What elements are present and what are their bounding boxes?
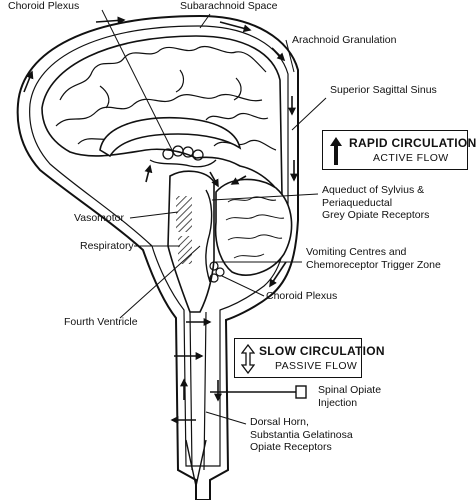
label-choroid-plexus-lower: Choroid Plexus <box>266 290 338 302</box>
label-choroid-plexus-upper: Choroid Plexus <box>8 0 80 12</box>
spinal-injection-needle <box>210 385 307 399</box>
cerebellum <box>214 178 293 276</box>
label-fourth-ventricle: Fourth Ventricle <box>64 316 138 328</box>
flow-arrows <box>23 16 298 424</box>
choroid-plexus-upper <box>149 145 217 168</box>
gyri-folds <box>55 46 277 151</box>
label-dorsal-line3: Opiate Receptors <box>250 441 332 453</box>
rapid-circulation-box: RAPID CIRCULATION ACTIVE FLOW <box>322 130 476 170</box>
label-subarachnoid-space: Subarachnoid Space <box>180 0 278 12</box>
rapid-circulation-subtitle: ACTIVE FLOW <box>373 152 449 164</box>
label-superior-sagittal-sinus: Superior Sagittal Sinus <box>330 84 437 96</box>
cerebrum <box>41 35 283 199</box>
label-respiratory: Respiratory <box>80 240 134 252</box>
label-spinal-line1: Spinal Opiate <box>318 384 382 396</box>
label-dorsal-horn: Dorsal Horn, Substantia Gelatinosa Opiat… <box>250 416 353 454</box>
spinal-cord <box>189 311 207 471</box>
label-vomiting-centres: Vomiting Centres and Chemoreceptor Trigg… <box>306 246 441 271</box>
label-aqueduct: Aqueduct of Sylvius & Periaqueductal Gre… <box>322 184 429 222</box>
slow-circulation-subtitle: PASSIVE FLOW <box>275 360 358 372</box>
slow-circulation-title: SLOW CIRCULATION <box>259 344 385 358</box>
slow-circulation-box: SLOW CIRCULATION PASSIVE FLOW <box>234 338 385 378</box>
spinal-cord-tip <box>185 439 207 487</box>
label-vomiting-line1: Vomiting Centres and <box>306 246 407 258</box>
label-vomiting-line2: Chemoreceptor Trigger Zone <box>306 258 441 271</box>
label-aqueduct-line2: Periaqueductal <box>322 196 393 209</box>
up-down-arrow-icon <box>241 344 255 374</box>
label-spinal-opiate-injection: Spinal Opiate Injection <box>318 384 381 409</box>
label-arachnoid-granulation: Arachnoid Granulation <box>292 34 397 46</box>
leader-lines <box>101 9 327 425</box>
fourth-ventricle-channel <box>205 189 213 283</box>
up-arrow-icon <box>330 137 342 165</box>
label-dorsal-line2: Substantia Gelatinosa <box>250 428 353 441</box>
skull-outline <box>16 14 299 500</box>
rapid-circulation-title: RAPID CIRCULATION <box>349 136 476 150</box>
lateral-ventricle <box>99 116 242 158</box>
subarachnoid-space-band <box>29 25 289 467</box>
label-spinal-line2: Injection <box>318 396 358 409</box>
vasomotor-hatch <box>176 196 192 232</box>
label-aqueduct-line3: Grey Opiate Receptors <box>322 209 430 221</box>
label-vasomotor: Vasomotor <box>74 212 124 224</box>
label-aqueduct-line1: Aqueduct of Sylvius & <box>322 184 425 196</box>
label-dorsal-line1: Dorsal Horn, <box>250 416 309 428</box>
